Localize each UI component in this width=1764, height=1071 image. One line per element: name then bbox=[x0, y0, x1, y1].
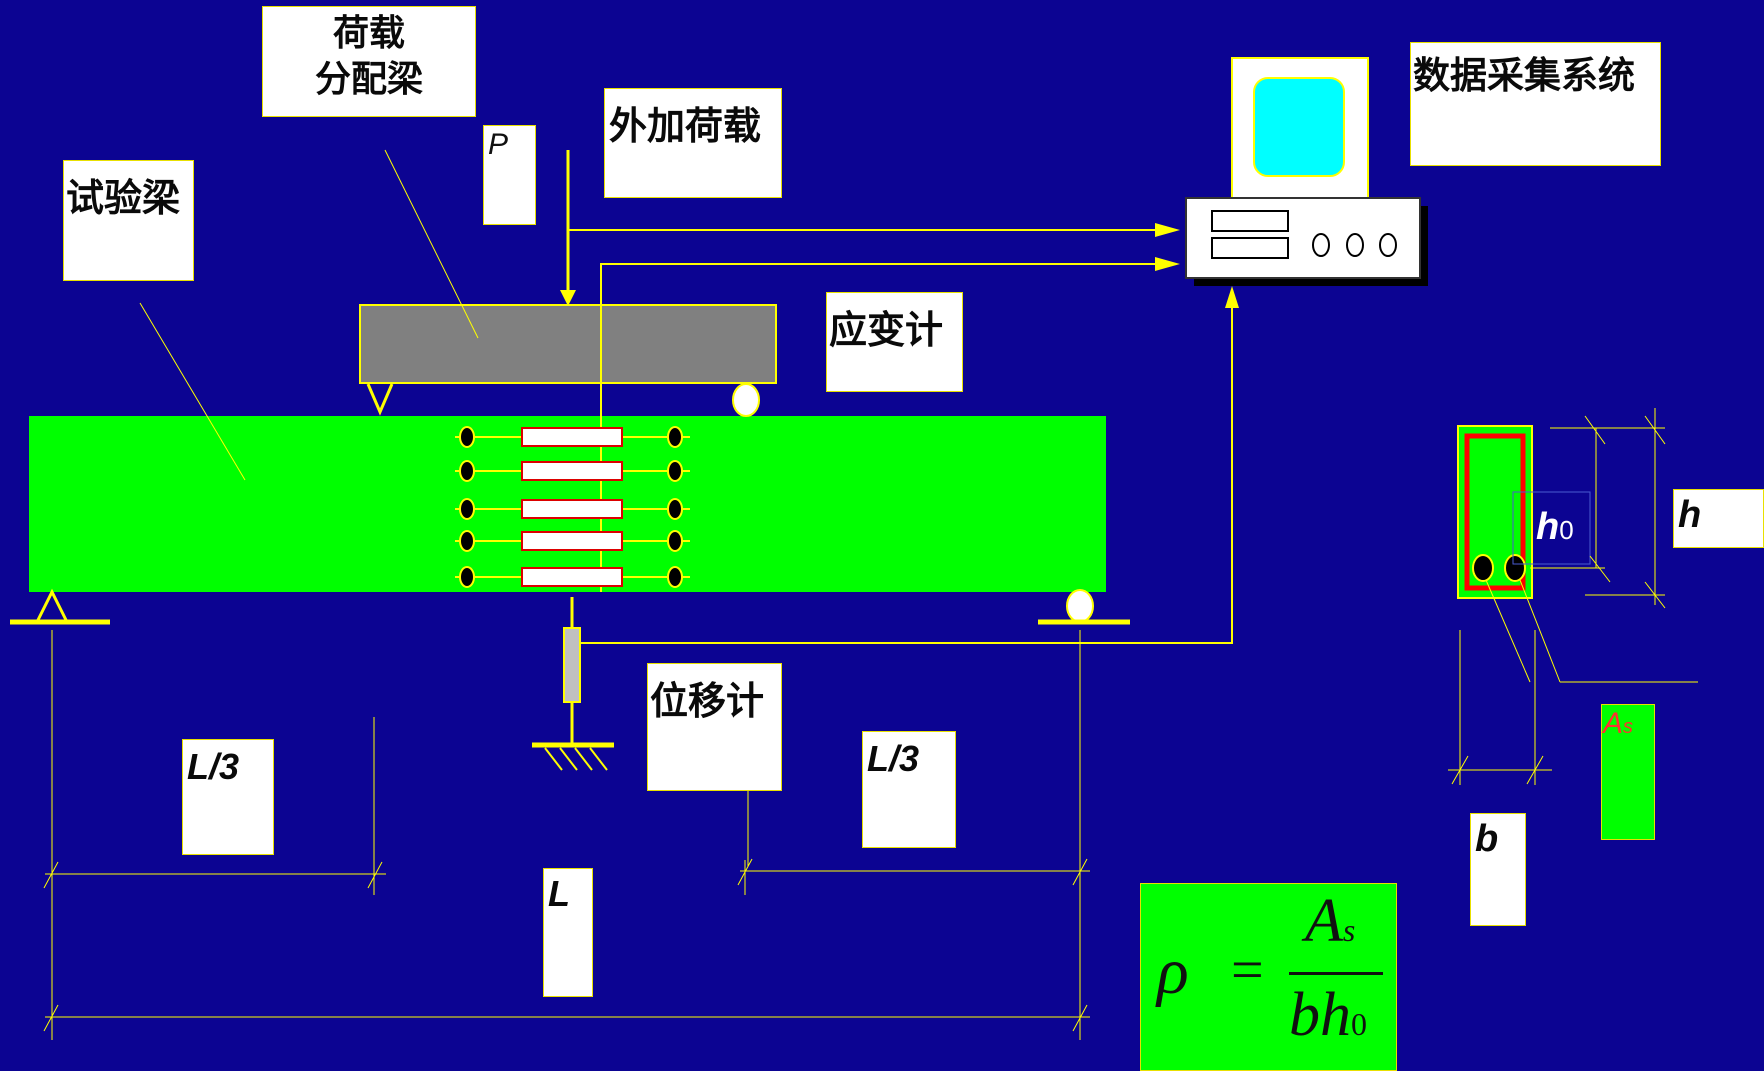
left-third-span-box: L/3 bbox=[182, 739, 274, 855]
steel-area-label: As bbox=[1603, 707, 1634, 740]
strain-signal-line bbox=[600, 263, 1162, 592]
span-label: L bbox=[548, 873, 570, 914]
span-dimensions bbox=[43, 630, 1090, 1040]
strain-gauge-array bbox=[455, 426, 690, 588]
leader-lines bbox=[139, 149, 749, 866]
effective-depth-label: h0 bbox=[1536, 506, 1574, 549]
formula-rho: ρ bbox=[1157, 935, 1189, 1008]
formula-numerator: As bbox=[1305, 886, 1355, 957]
distribution-beam-label-line2: 分配梁 bbox=[314, 59, 423, 100]
section-height-label: h bbox=[1678, 494, 1702, 536]
section-dimensions bbox=[1448, 408, 1698, 785]
section-height-box: h bbox=[1673, 489, 1764, 548]
distribution-beam-label-box: 荷载 分配梁 bbox=[262, 6, 476, 117]
right-third-span-box: L/3 bbox=[862, 731, 956, 848]
data-acquisition-label: 数据采集系统 bbox=[1413, 54, 1635, 97]
roller-support bbox=[1038, 589, 1130, 625]
formula-equals: = bbox=[1231, 937, 1264, 1002]
effective-depth-subscript: 0 bbox=[1559, 515, 1574, 545]
applied-load-label: 外加荷载 bbox=[609, 104, 762, 148]
load-signal-arrow bbox=[1155, 223, 1180, 237]
distribution-beam-label-line1: 荷载 bbox=[332, 13, 405, 54]
displacement-signal-line bbox=[580, 300, 1233, 644]
computer bbox=[1185, 57, 1428, 286]
effective-depth-letter: h bbox=[1536, 506, 1560, 548]
displacement-gauge bbox=[532, 597, 614, 771]
load-distribution-beam bbox=[359, 304, 777, 384]
formula-denominator: bh0 bbox=[1289, 980, 1367, 1051]
distribution-roller-support bbox=[732, 383, 760, 417]
test-beam-label: 试验梁 bbox=[66, 176, 181, 220]
formula-fraction-bar bbox=[1289, 972, 1383, 975]
left-third-span-label: L/3 bbox=[187, 746, 240, 787]
reinforcement-ratio-formula: ρ = As bh0 bbox=[1140, 883, 1397, 1071]
distribution-pin-support bbox=[366, 383, 394, 416]
displacement-gauge-label-box: 位移计 bbox=[647, 663, 782, 791]
right-third-span-label: L/3 bbox=[867, 738, 920, 779]
load-arrow-head bbox=[560, 290, 576, 306]
applied-load-label-box: 外加荷载 bbox=[604, 88, 782, 198]
load-symbol: P bbox=[488, 128, 509, 161]
section-width-box: b bbox=[1470, 813, 1526, 926]
pin-support bbox=[10, 588, 110, 625]
span-label-box: L bbox=[543, 868, 593, 997]
formula-denominator-subscript: 0 bbox=[1351, 1006, 1367, 1042]
steel-area-box: As As bbox=[1601, 704, 1655, 840]
strain-signal-arrow bbox=[1155, 257, 1180, 271]
test-beam-label-box: 试验梁 bbox=[63, 160, 194, 281]
displacement-gauge-label: 位移计 bbox=[650, 679, 765, 723]
cross-section bbox=[1457, 425, 1591, 599]
data-acquisition-label-box: 数据采集系统 bbox=[1410, 42, 1661, 166]
formula-numerator-subscript: s bbox=[1342, 912, 1356, 948]
load-symbol-box: P bbox=[483, 125, 536, 225]
strain-gauge-label: 应变计 bbox=[829, 308, 944, 352]
formula-denominator-letters: bh bbox=[1289, 981, 1351, 1049]
strain-gauge-label-box: 应变计 bbox=[826, 292, 963, 392]
section-width-label: b bbox=[1475, 818, 1499, 860]
displacement-signal-arrow bbox=[1225, 286, 1239, 308]
formula-numerator-letter: A bbox=[1305, 887, 1343, 955]
